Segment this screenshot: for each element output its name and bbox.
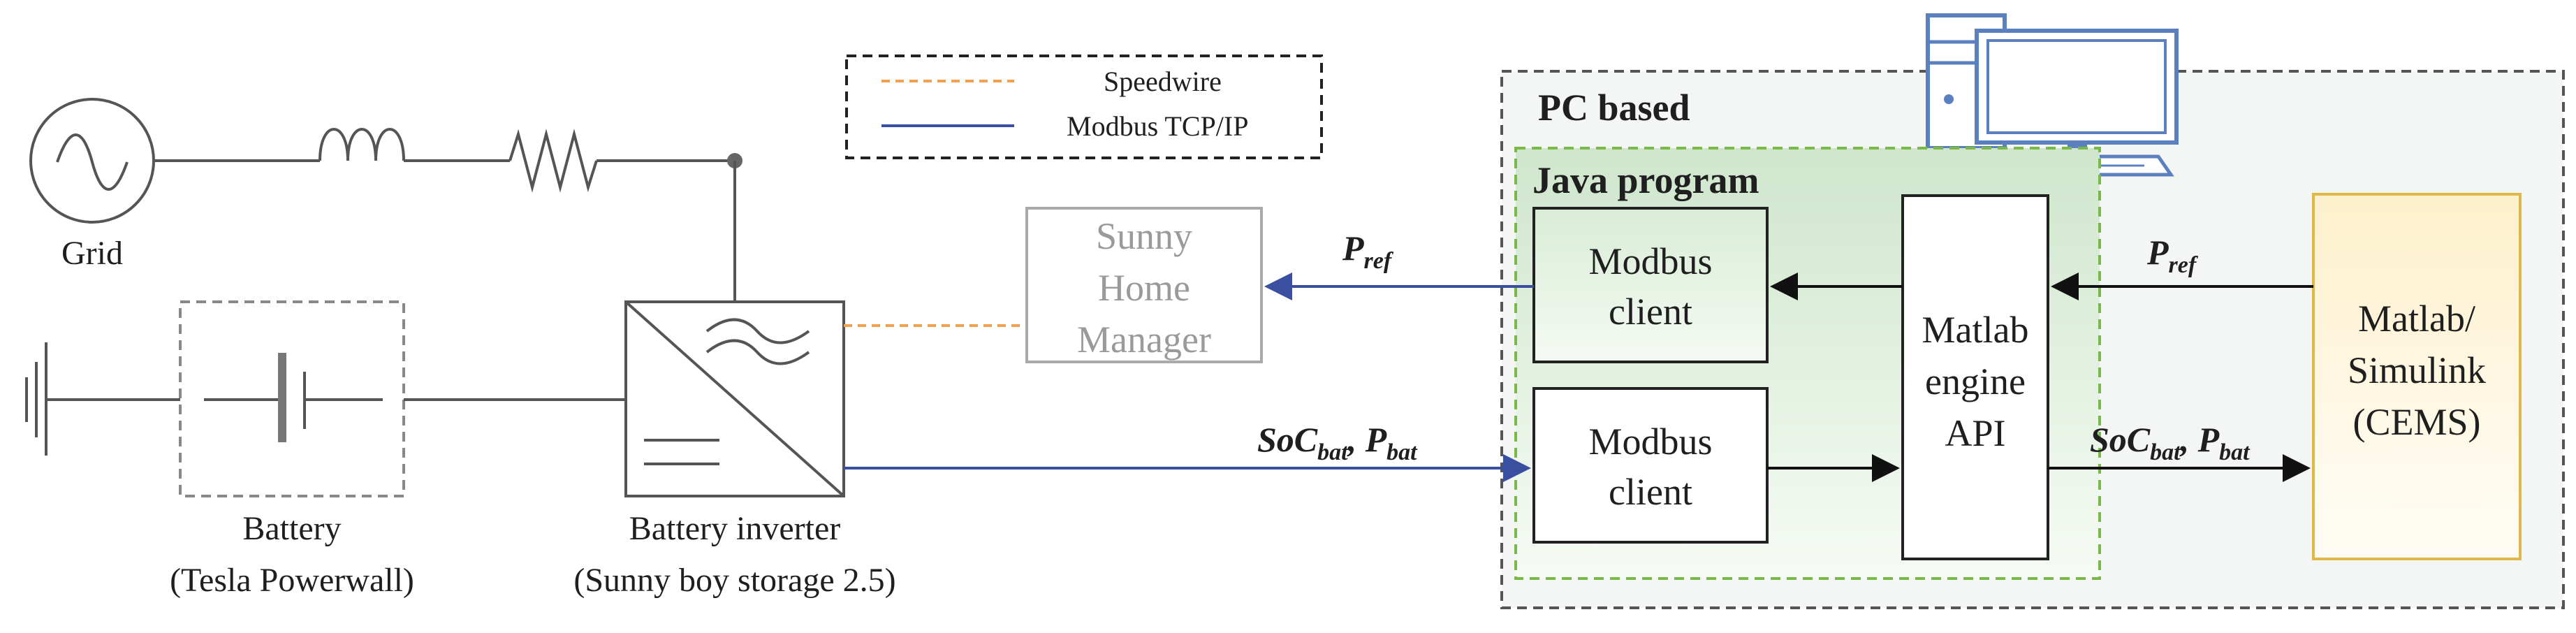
cems-label-3: (CEMS) <box>2352 401 2480 443</box>
modbus-client-top-label-2: client <box>1609 291 1692 333</box>
inverter-sub-label: (Sunny boy storage 2.5) <box>573 562 895 599</box>
modbus-client-bottom-label-2: client <box>1609 471 1692 513</box>
shm-label-1: Sunny <box>1096 215 1192 257</box>
modbus-client-top-label-1: Modbus <box>1588 240 1712 282</box>
shm-label-2: Home <box>1098 267 1190 309</box>
legend-modbus-label: Modbus TCP/IP <box>1067 110 1248 142</box>
matlab-engine-label-1: Matlab <box>1922 309 2029 351</box>
modbus-client-bottom-label-1: Modbus <box>1588 421 1712 463</box>
resistor-icon <box>508 129 598 193</box>
matlab-engine-label-3: API <box>1945 412 2005 454</box>
java-program-label: Java program <box>1532 159 1759 201</box>
pref-right-label: Pref <box>2146 233 2199 278</box>
battery-label: Battery <box>242 510 341 547</box>
pref-left-label: Pref <box>1342 228 1394 274</box>
shm-label-3: Manager <box>1077 319 1211 361</box>
modbus-client-top: Modbus client <box>1532 207 1769 363</box>
grid-label: Grid <box>61 235 123 272</box>
legend: Speedwire Modbus TCP/IP <box>845 54 1323 159</box>
inductor-icon <box>319 128 405 161</box>
sunny-home-manager: Sunny Home Manager <box>1025 207 1263 363</box>
legend-speedwire-label: Speedwire <box>1104 66 1222 97</box>
dc-lines-icon <box>644 439 719 465</box>
grid-source: Grid <box>29 98 155 272</box>
cems-box: Matlab/ Simulink (CEMS) <box>2312 193 2522 560</box>
battery-sub-label: (Tesla Powerwall) <box>170 562 414 599</box>
matlab-engine-label-2: engine <box>1925 361 2026 402</box>
battery-cell-icon <box>278 353 286 442</box>
soc-right-label: SoCbat, Pbat <box>2090 420 2251 465</box>
grid-line <box>154 128 742 302</box>
battery-inverter: Battery inverter (Sunny boy storage 2.5) <box>573 300 896 599</box>
cems-label-1: Matlab/ <box>2358 298 2475 340</box>
modbus-client-bottom: Modbus client <box>1532 387 1769 544</box>
matlab-engine-api: Matlab engine API <box>1901 194 2049 560</box>
pc-based-label: PC based <box>1538 87 1690 129</box>
inverter-label: Battery inverter <box>629 510 841 547</box>
battery: Battery (Tesla Powerwall) <box>170 300 414 599</box>
cems-label-2: Simulink <box>2348 349 2486 391</box>
soc-left-label: SoCbat, Pbat <box>1257 420 1418 465</box>
ground-symbol <box>25 342 180 456</box>
ac-wave-icon <box>705 318 810 365</box>
